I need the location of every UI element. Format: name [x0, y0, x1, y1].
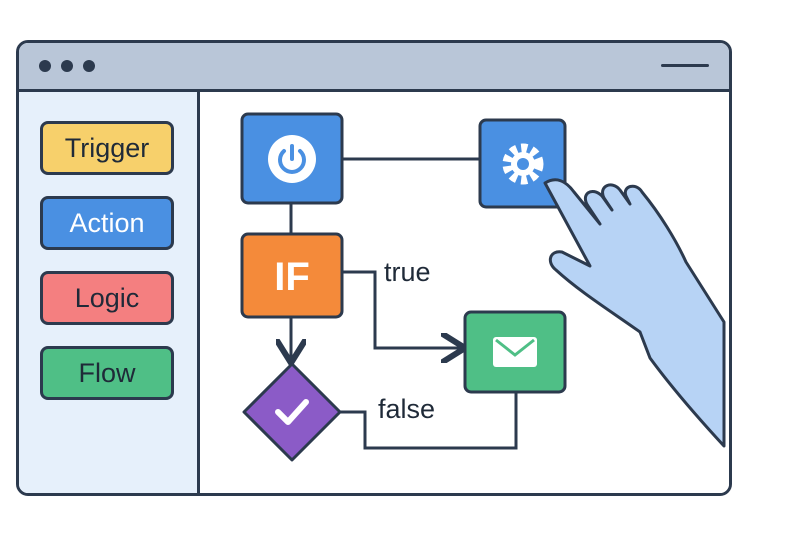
window-dot-1[interactable]: [39, 60, 51, 72]
power-icon: [268, 135, 316, 183]
connectors: [291, 157, 518, 450]
app-window: Trigger Action Logic Flow: [16, 40, 732, 496]
connector-check-email: [340, 392, 518, 450]
window-dot-2[interactable]: [61, 60, 73, 72]
action-node[interactable]: [478, 118, 567, 209]
branch-true-label: true: [384, 257, 431, 287]
workflow-canvas[interactable]: IF true false: [200, 92, 729, 493]
connector-if-true: [342, 270, 462, 348]
condition-node[interactable]: IF: [240, 232, 344, 319]
condition-label: IF: [274, 255, 310, 299]
block-palette: Trigger Action Logic Flow: [19, 92, 200, 493]
branch-false-label: false: [378, 394, 435, 424]
menu-icon[interactable]: [661, 64, 709, 67]
palette-item-logic[interactable]: Logic: [40, 271, 174, 325]
title-bar: [19, 43, 729, 92]
envelope-icon: [493, 337, 537, 367]
palette-item-flow[interactable]: Flow: [40, 346, 174, 400]
workflow-diagram: IF true false: [240, 112, 567, 462]
palette-item-trigger[interactable]: Trigger: [40, 121, 174, 175]
palette-item-action[interactable]: Action: [40, 196, 174, 250]
gear-icon: [502, 143, 544, 185]
email-node[interactable]: [463, 310, 567, 394]
checkmark-icon: [275, 399, 309, 425]
trigger-node[interactable]: [240, 112, 344, 205]
check-node[interactable]: [242, 362, 342, 462]
window-dot-3[interactable]: [83, 60, 95, 72]
